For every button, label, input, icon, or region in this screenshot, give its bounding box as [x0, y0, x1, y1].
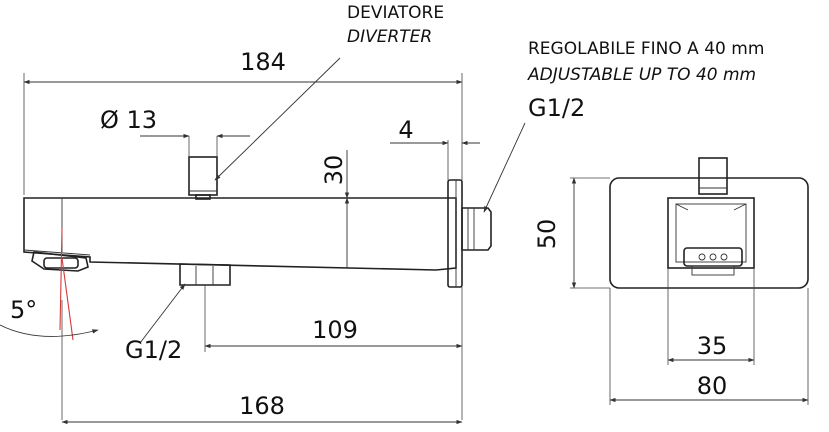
note-deviatore: DEVIATORE: [347, 3, 444, 23]
outlet-axis-line: [59, 227, 63, 331]
dim-outlet-to-wall: 168: [239, 392, 285, 420]
dim-plate-height: 50: [533, 219, 561, 250]
note-diverter: DIVERTER: [347, 27, 432, 47]
front-aerator: [683, 247, 743, 267]
dim-overall-length: 184: [240, 48, 286, 76]
angle-arc: [0, 324, 99, 337]
side-view: 184 Ø 13 4 30 5° 109 168 DEVIATORE DIVER…: [0, 3, 764, 425]
dim-plate-width: 80: [697, 372, 728, 400]
note-thread-bottom: G1/2: [125, 336, 182, 364]
note-adjustable: ADJUSTABLE UP TO 40 mm: [527, 65, 756, 85]
inlet-pipe: [179, 263, 231, 286]
connector-leader: [483, 122, 526, 213]
note-regolabile: REGOLABILE FINO A 40 mm: [528, 39, 764, 59]
inlet-leader: [139, 283, 186, 344]
aerator-outlet: [31, 251, 89, 272]
dim-inlet-to-wall: 109: [312, 316, 358, 344]
front-spout-section: [667, 197, 755, 269]
spout-body-outline: [23, 197, 457, 271]
front-view: 50 35 80: [533, 157, 809, 405]
wall-connector: [461, 207, 492, 251]
wall-plate: [447, 179, 463, 288]
diverter-knob: [188, 156, 218, 196]
dim-spout-height: 30: [320, 155, 348, 186]
dim-diameter: Ø 13: [100, 106, 157, 134]
front-wall-plate: [609, 177, 809, 289]
front-diverter-knob: [698, 157, 728, 195]
note-thread-top: G1/2: [528, 94, 585, 122]
dim-plate-thickness: 4: [398, 116, 413, 144]
diverter-leader: [214, 57, 341, 181]
dim-angle: 5°: [10, 296, 37, 324]
dim-spout-width: 35: [697, 332, 728, 360]
